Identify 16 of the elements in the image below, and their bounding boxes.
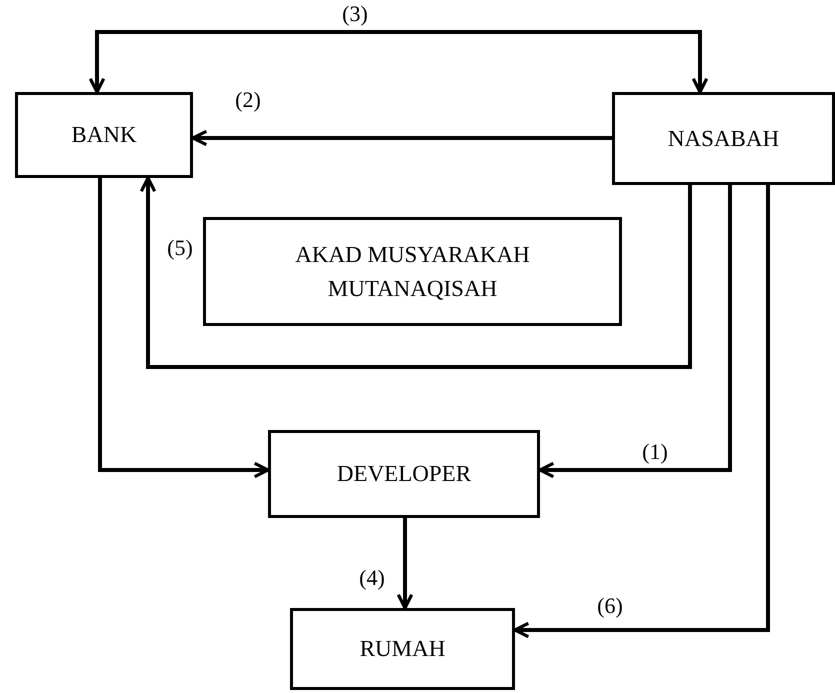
arrow: [513, 185, 770, 638]
arrow: [191, 130, 612, 146]
process-box: [15, 92, 193, 178]
arrow: [88, 30, 708, 94]
process-box: [268, 430, 540, 518]
node-label: NASABAH: [668, 124, 780, 153]
process-box: [203, 217, 622, 326]
node-label: AKAD MUSYARAKAH MUTANAQISAH: [294, 241, 531, 302]
arrow: [140, 176, 692, 369]
arrow: [396, 518, 414, 610]
process-box: [612, 92, 835, 185]
arrow: [98, 178, 270, 478]
node-label: RUMAH: [360, 635, 446, 664]
node-label: DEVELOPER: [336, 460, 472, 488]
process-box: [290, 608, 515, 690]
node-label: BANK: [71, 121, 137, 150]
